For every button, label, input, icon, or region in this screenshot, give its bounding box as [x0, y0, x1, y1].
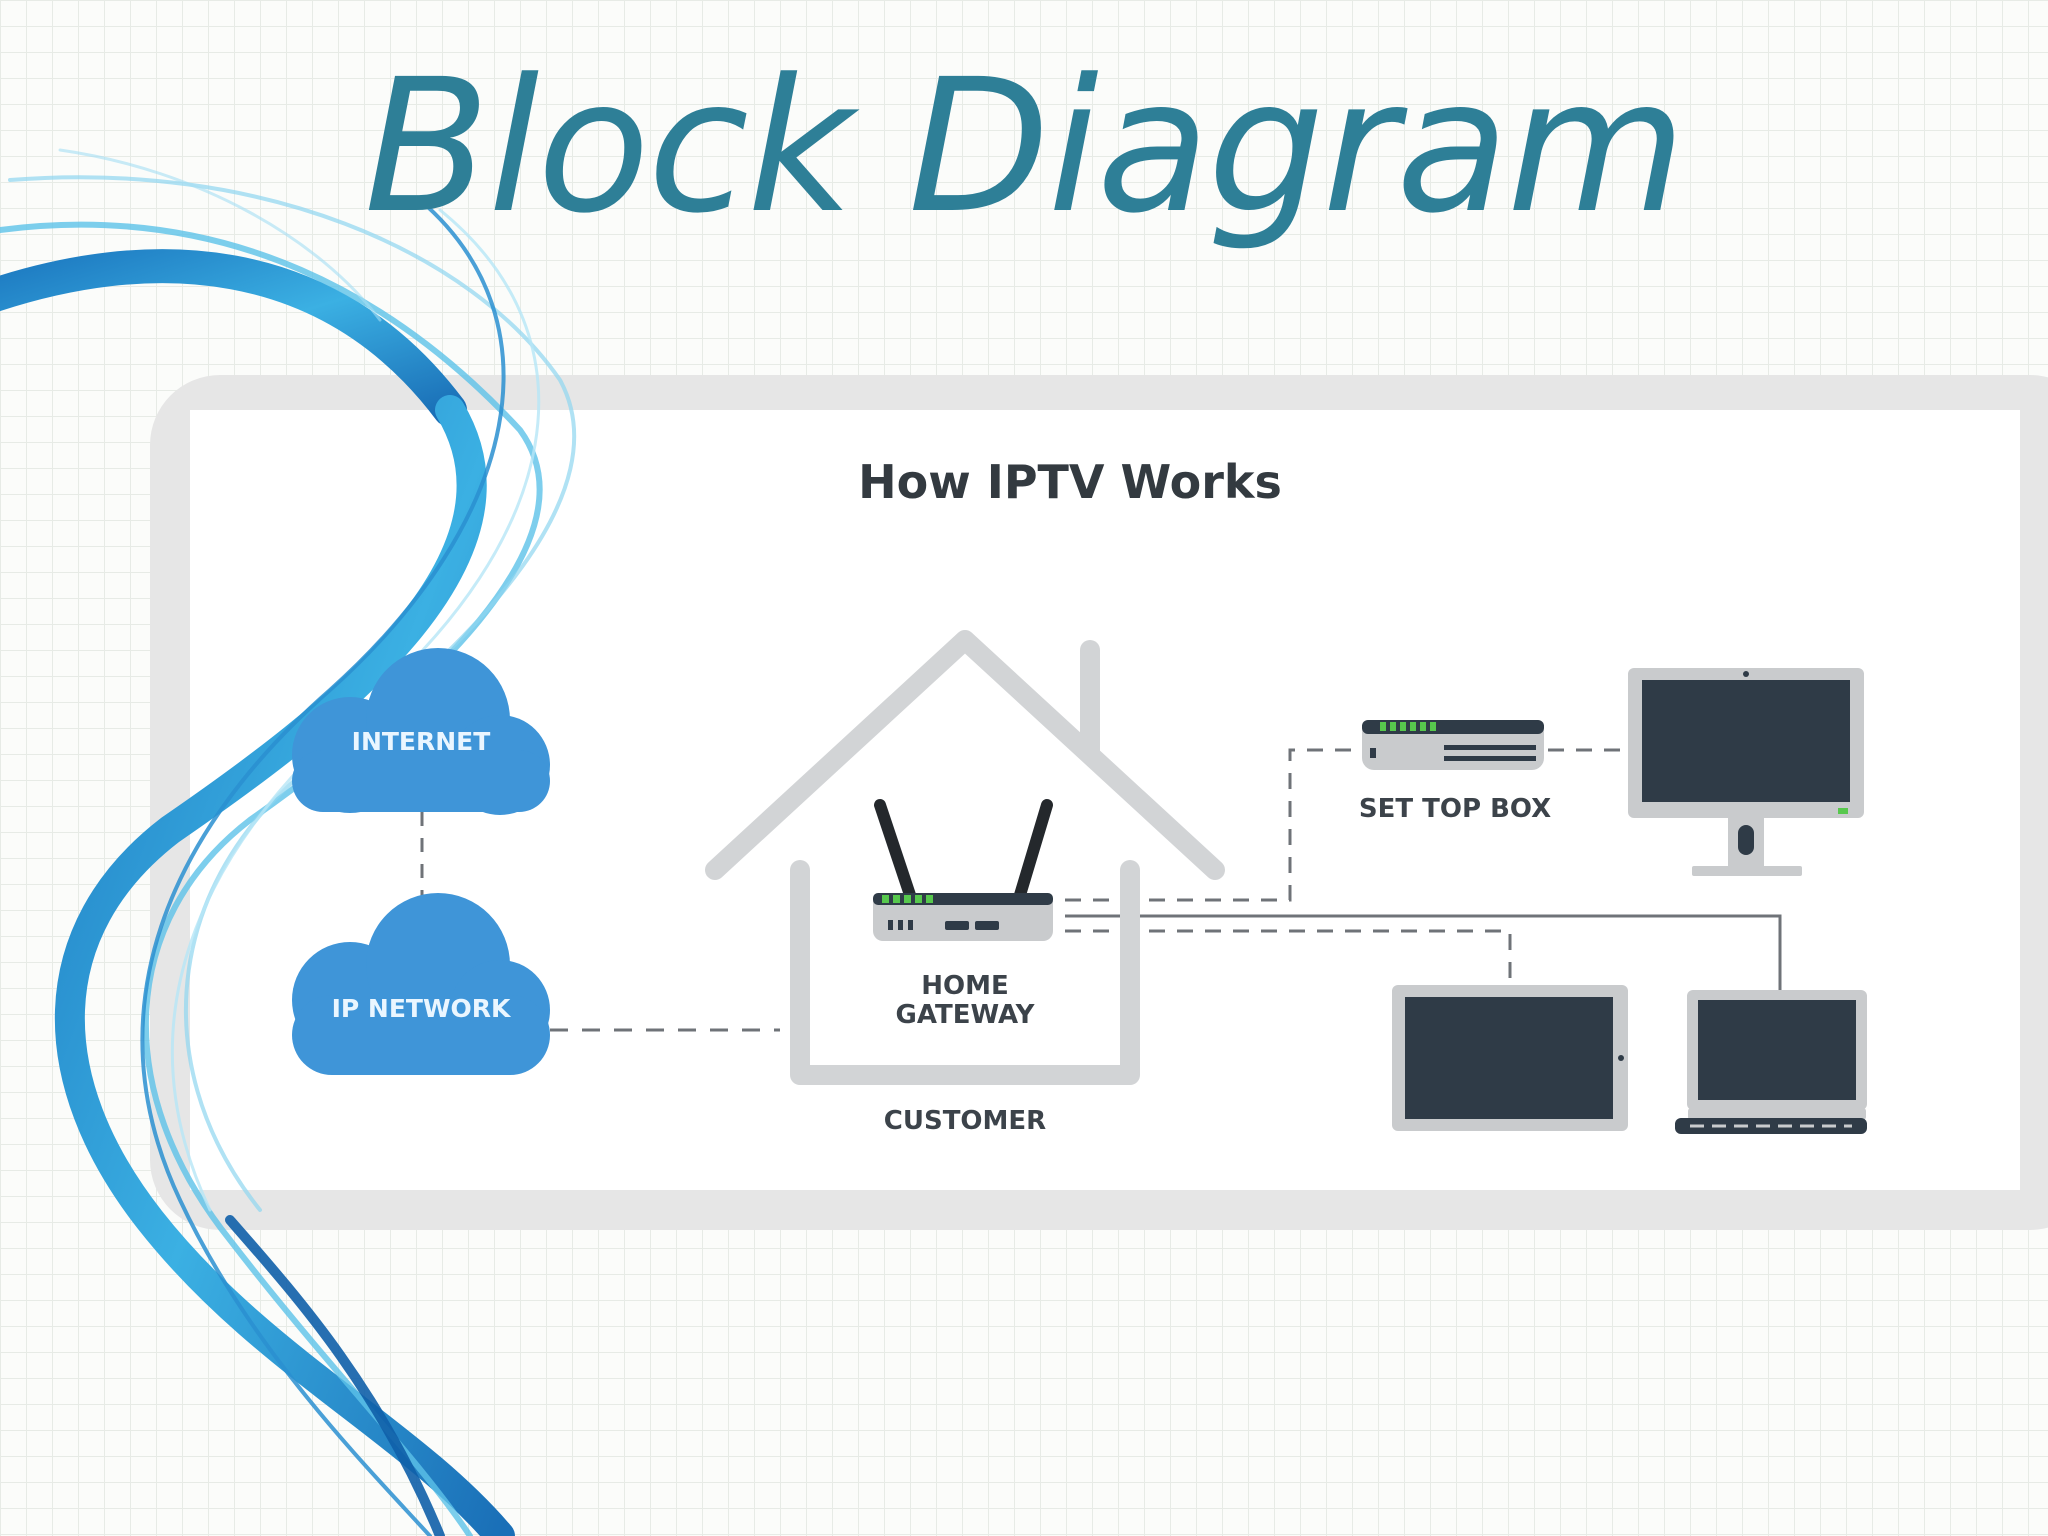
cloud-icon [292, 648, 550, 815]
set-top-box-icon [1362, 720, 1544, 770]
monitor-icon [1628, 668, 1864, 876]
router-icon [873, 799, 1053, 941]
diagram-title: How IPTV Works [858, 455, 1282, 509]
set-top-box-label: SET TOP BOX [1358, 794, 1552, 824]
slide-title: Block Diagram [363, 40, 1686, 254]
tablet-icon [1392, 985, 1628, 1131]
laptop-icon [1675, 990, 1867, 1134]
house-icon [705, 630, 1225, 1085]
home-gateway-label: HOME GATEWAY [895, 971, 1035, 1030]
connector-gateway-settopbox [1065, 748, 1360, 902]
customer-label: CUSTOMER [883, 1106, 1047, 1136]
internet-label: INTERNET [351, 727, 491, 756]
connector-gateway-tablet [1065, 929, 1512, 985]
cloud-icon [292, 893, 550, 1075]
connectors [420, 748, 1845, 1032]
ip-network-label: IP NETWORK [331, 994, 511, 1023]
connector-gateway-laptop [1065, 914, 1782, 992]
